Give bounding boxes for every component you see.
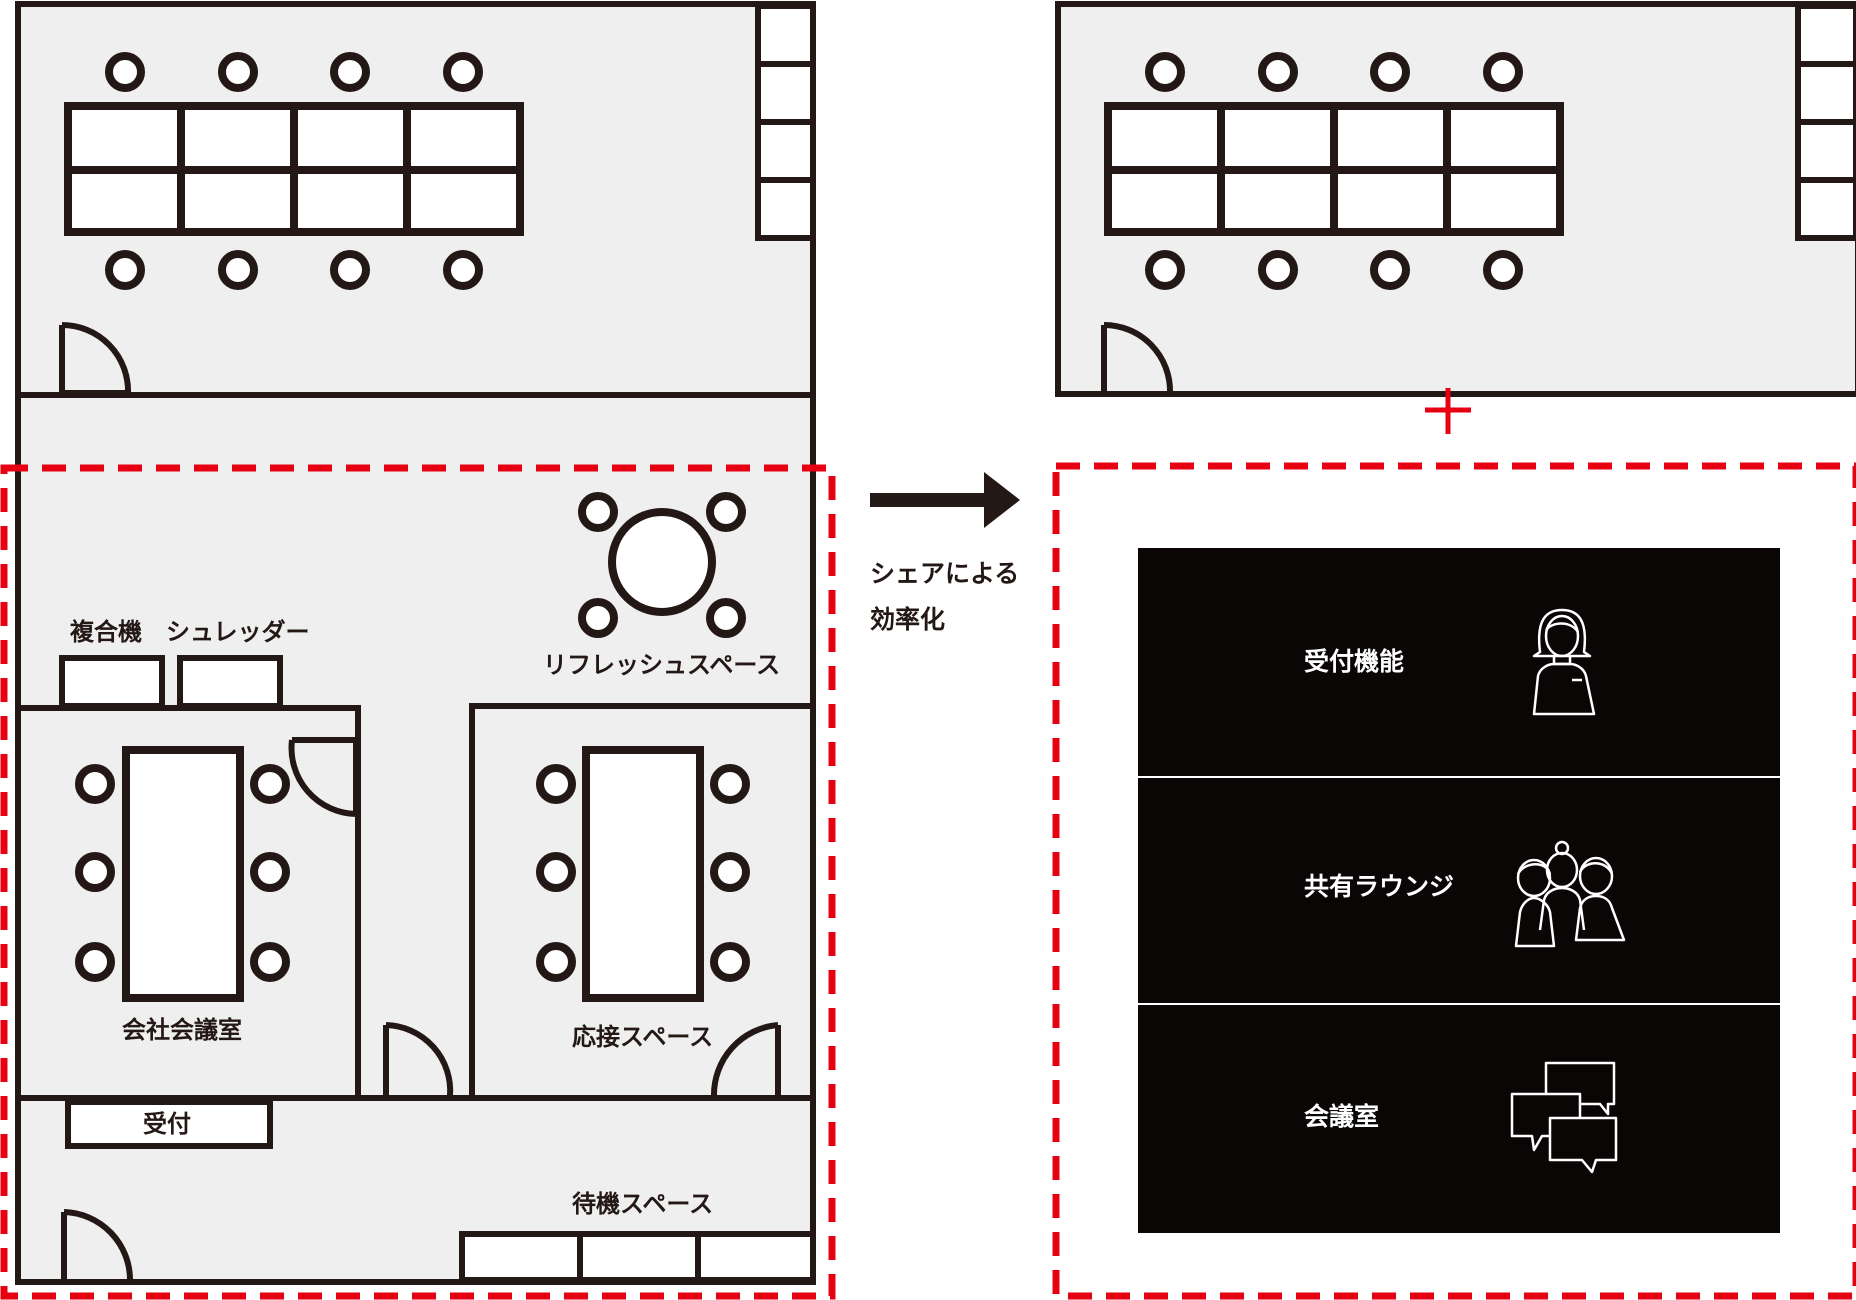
- office-room: [18, 3, 816, 398]
- locker-unit: [755, 3, 816, 241]
- desk-block: [64, 102, 524, 236]
- shared-services-panel: [1138, 548, 1780, 1233]
- people-group-icon: [1514, 840, 1626, 948]
- plus-label: +: [0, 0, 1, 1]
- label-refresh-space: リフレッシュスペース: [543, 651, 780, 679]
- transition-arrow: [870, 472, 1020, 528]
- shared-area-highlight: [0, 464, 836, 1300]
- label-company-meeting-room: 会社会議室: [122, 1016, 242, 1044]
- chat-bubbles-icon: [1510, 1061, 1618, 1174]
- office-door-after: [1101, 322, 1174, 393]
- desk-block-after: [1104, 102, 1564, 236]
- refresh-table: [582, 496, 742, 634]
- locker-unit-after: [1795, 3, 1856, 241]
- waiting-benches: [459, 1231, 816, 1283]
- entrance-door: [61, 1209, 133, 1281]
- plus-sign: [1425, 388, 1471, 434]
- label-copier-shredder: 複合機 シュレッダー: [70, 618, 310, 646]
- corridor-door: [383, 1022, 454, 1097]
- copier-shredder: [59, 655, 283, 709]
- company-meeting-room: [18, 705, 361, 1098]
- reception-space-room: [469, 703, 813, 1098]
- shared-services-highlight: [1052, 462, 1856, 1300]
- feature-label-lounge: 共有ラウンジ: [1304, 872, 1454, 901]
- reception-desk: [65, 1099, 273, 1149]
- transition-label-line1: シェアによる: [870, 559, 1019, 588]
- label-reception-space: 応接スペース: [572, 1023, 713, 1051]
- transition-label-line2: 効率化: [870, 605, 945, 634]
- label-waiting-space: 待機スペース: [572, 1190, 713, 1218]
- feature-label-meeting: 会議室: [1304, 1102, 1379, 1131]
- office-door: [59, 322, 132, 396]
- before-floor-plan: 複合機 シュレッダー リフレッシュスペース 会社会議室: [0, 1, 836, 1300]
- label-reception: 受付: [143, 1110, 191, 1138]
- receptionist-icon: [1532, 608, 1596, 716]
- feature-label-reception: 受付機能: [1304, 647, 1404, 676]
